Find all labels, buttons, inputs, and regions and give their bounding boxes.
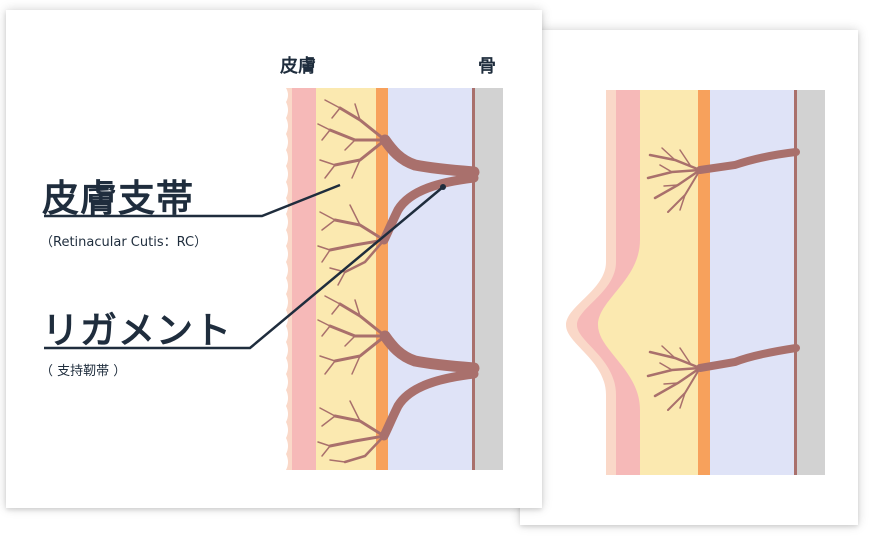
ligament-tree-lower-right — [646, 344, 800, 411]
rc-title: 皮膚支帯 — [42, 177, 194, 220]
ligament-pointer-dot — [440, 184, 446, 190]
ligament-leader-line — [44, 186, 444, 350]
fat-layer-bulge — [598, 90, 698, 475]
skin-header-label: 皮膚 — [280, 56, 316, 77]
bone-header-label: 骨 — [478, 56, 496, 77]
rc-subtitle: （Retinacular Cutis：RC） — [40, 235, 208, 250]
rc-leader-line — [44, 183, 341, 218]
deep-layer — [388, 88, 472, 470]
ligament-tree-lower-left — [317, 295, 480, 464]
fascia-band — [376, 88, 388, 470]
fat-layer — [316, 88, 376, 470]
bone-edge-line — [794, 90, 797, 475]
ligament-tree-upper-right — [646, 147, 800, 213]
bone-layer — [475, 88, 503, 470]
ligament-title: リガメント — [42, 309, 232, 352]
bone-edge-line — [472, 88, 475, 470]
skin-layer — [292, 88, 316, 470]
fascia-band — [698, 90, 710, 475]
ligament-subtitle: （ 支持靭帯 ） — [40, 364, 127, 379]
bone-layer — [797, 90, 825, 475]
skin-layer-bulge — [577, 90, 640, 475]
